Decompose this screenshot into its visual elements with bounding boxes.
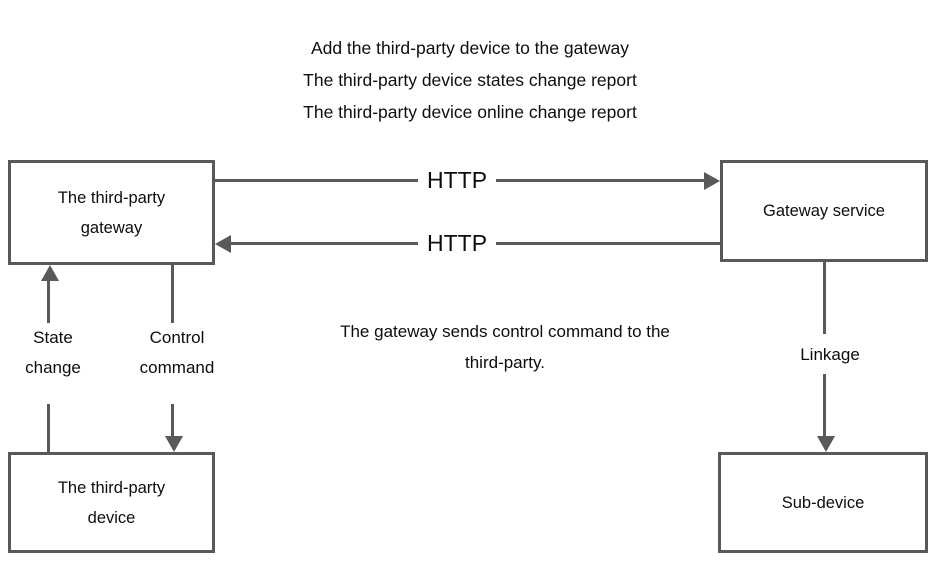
control-command-line-upper: [171, 265, 174, 323]
node-gateway-service-label: Gateway service: [763, 202, 885, 220]
state-change-line-lower: [47, 404, 50, 452]
node-third-party-device-line1: The third-party: [57, 478, 166, 497]
state-change-label-line1: State: [33, 328, 73, 347]
edge-label-state-change: State change: [10, 323, 96, 383]
title-line-1: Add the third-party device to the gatewa…: [310, 38, 630, 58]
title-line-2: The third-party device states change rep…: [303, 70, 637, 90]
control-command-label-line2: command: [139, 358, 215, 377]
edge-label-http-response: HTTP: [418, 230, 497, 256]
node-third-party-device-label: The third-party device: [58, 473, 165, 533]
control-command-note: The gateway sends control command to the…: [305, 316, 705, 378]
control-command-note-line2: third-party.: [465, 353, 545, 372]
control-command-note-line1: The gateway sends control command to the: [340, 322, 670, 341]
control-command-arrowhead: [165, 436, 183, 452]
control-command-line-lower: [171, 404, 174, 437]
node-third-party-gateway-line2: gateway: [80, 218, 143, 237]
node-third-party-gateway-line1: The third-party: [57, 188, 166, 207]
state-change-arrowhead: [41, 265, 59, 281]
edge-label-linkage: Linkage: [789, 340, 871, 370]
node-sub-device[interactable]: Sub-device: [718, 452, 928, 553]
http-response-arrowhead: [215, 234, 231, 253]
linkage-line-lower: [823, 374, 826, 436]
state-change-line-upper: [47, 281, 50, 323]
linkage-arrowhead: [817, 436, 835, 452]
diagram-title-block: Add the third-party device to the gatewa…: [240, 32, 700, 128]
linkage-line-upper: [823, 262, 826, 334]
http-request-arrowhead: [704, 171, 720, 190]
node-third-party-device-line2: device: [87, 508, 136, 527]
node-gateway-service[interactable]: Gateway service: [720, 160, 928, 262]
title-line-3: The third-party device online change rep…: [303, 102, 637, 122]
node-third-party-gateway[interactable]: The third-party gateway: [8, 160, 215, 265]
node-sub-device-label: Sub-device: [781, 493, 865, 512]
node-third-party-gateway-label: The third-party gateway: [58, 183, 165, 243]
state-change-label-line2: change: [25, 358, 81, 377]
control-command-label-line1: Control: [149, 328, 205, 347]
edge-label-http-request: HTTP: [418, 167, 497, 193]
edge-label-control-command: Control command: [126, 323, 228, 383]
node-third-party-device[interactable]: The third-party device: [8, 452, 215, 553]
